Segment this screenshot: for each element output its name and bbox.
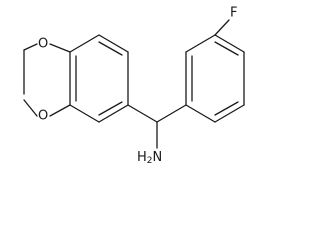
amine-subscript: 2 [147,156,153,166]
bond-c-o-bottom [23,99,38,117]
bond-ch-to-phenyl [156,104,187,123]
atom-oxygen-bottom: O [38,109,48,124]
molecule-diagram: O O F H2N [23,6,245,166]
bond-benzo-5 [98,104,129,123]
bond-ph-3-inner [214,41,239,56]
atom-fluorine: F [230,6,237,21]
bond-c-o-top [23,43,38,51]
fluorophenyl-ring [185,19,245,123]
bond-ph-5-inner [214,101,239,116]
benzo-ring [69,34,129,123]
bond-o-ar-bottom [49,104,71,117]
bond-ph-5 [214,104,245,123]
bond-benzo-5-inner [98,101,123,116]
bond-benzo-2 [69,34,100,53]
bond-ph-2 [185,34,216,53]
bond-c-f [214,19,230,36]
dioxane-ring [23,43,71,117]
bond-benzo-3 [98,34,129,53]
bond-ph-6 [185,104,216,123]
amine-h: H [137,150,147,165]
bond-o-ar-top [49,43,71,53]
atom-oxygen-top: O [38,37,48,52]
bond-benzo-to-ch [127,104,158,123]
amine-n: N [153,150,163,165]
bond-ph-3 [214,34,245,53]
bond-benzo-6 [69,104,100,123]
central-carbon-bonds [127,104,187,149]
bond-benzo-3-inner [98,41,123,56]
atom-amine: H2N [137,150,162,166]
structure-canvas: O O F H2N [23,6,245,166]
